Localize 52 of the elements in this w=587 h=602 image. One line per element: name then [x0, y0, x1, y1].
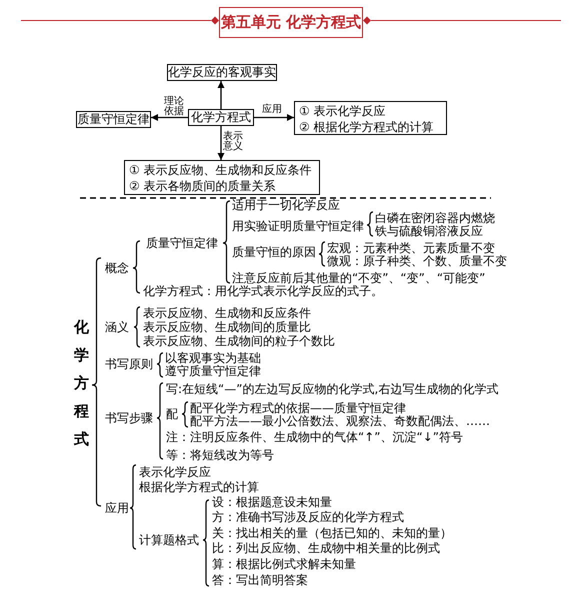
- edge-label: 表示意义: [223, 132, 244, 152]
- tree-text: 微观：原子种类、个数、质量不变: [327, 254, 507, 268]
- title-banner: 第五单元 化学方程式: [219, 7, 363, 38]
- tree-text: 应用: [105, 502, 129, 514]
- concept-box: 化学反应的客观事实: [167, 64, 277, 81]
- tree-text: 设：根据题意设未知量: [212, 496, 332, 508]
- tree-text: 白磷在密闭容器内燃烧: [375, 212, 495, 224]
- tree-text: 注：注明反应条件、生成物中的气体“↑”、沉淀“↓”符号: [166, 430, 463, 444]
- tree-text: 概念: [105, 262, 129, 274]
- tree-text: 关：找出相关的量（包括已知的、未知的量）: [212, 526, 452, 540]
- concept-box: 质量守恒定律: [76, 111, 151, 128]
- tree-text: 写:在短线“—”的左边写反应物的化学式,右边写生成物的化学式: [166, 382, 498, 396]
- tree-text: 书写原则: [105, 358, 153, 370]
- tree-text: 答：写出简明答案: [212, 574, 308, 586]
- tree-text: 表示化学反应: [139, 466, 211, 478]
- concept-box: 化学方程式: [188, 109, 254, 126]
- vertical-title: 化学方程式: [74, 317, 89, 450]
- tree-text: 等：将短线改为等号: [166, 448, 274, 462]
- tree-text: 计算题格式: [139, 534, 199, 546]
- box-text: ② 表示各物质间的质量关系: [129, 178, 276, 194]
- box-text: ① 表示化学反应: [299, 103, 386, 119]
- concept-box: [294, 101, 447, 135]
- tree-text: 铁与硫酸铜溶液反应: [375, 224, 483, 238]
- tree-text: 质量守恒的原因: [232, 246, 316, 258]
- edge-label: 理论依据: [164, 97, 185, 117]
- box-text: ② 根据化学方程式的计算: [299, 119, 434, 135]
- arrow: [218, 126, 224, 160]
- tree-text: 配平方法——最小公倍数法、观察法、奇数配偶法、……: [190, 414, 490, 428]
- tree-text: 书写步骤: [105, 412, 153, 424]
- concept-box: [124, 160, 320, 195]
- arrow: [254, 114, 294, 121]
- edge-label: 应用: [262, 105, 283, 115]
- tree-text: 算：根据比例式求解未知量: [212, 558, 356, 570]
- tree-text: 遵守质量守恒定律: [165, 364, 261, 378]
- tree-text: 质量守恒定律: [146, 236, 218, 250]
- tree-text: 表示反应物、生成物间的粒子个数比: [143, 334, 335, 348]
- tree-text: 配: [166, 408, 178, 420]
- tree-text: 宏观：元素种类、元素质量不变: [327, 242, 495, 254]
- tree-text: 表示反应物、生成物间的质量比: [143, 320, 311, 334]
- tree-text: 配平化学方程式的依据——质量守恒定律: [190, 402, 406, 414]
- tree-text: 以客观事实为基础: [165, 352, 261, 364]
- tree-text: 注意反应前后其他量的“不变”、“变”、“可能变”: [232, 272, 486, 284]
- tree-text: 方：准确书写涉及反应的化学方程式: [212, 510, 404, 524]
- tree-text: 根据化学方程式的计算: [139, 480, 259, 494]
- tree-text: 用实验证明质量守恒定律: [232, 220, 364, 232]
- box-text: ① 表示反应物、生成物和反应条件: [129, 162, 312, 178]
- tree-text: 表示反应物、生成物和反应条件: [143, 306, 311, 320]
- tree-text: 比：列出反应物、生成物中相关量的比例式: [212, 542, 440, 554]
- arrow: [151, 114, 188, 121]
- arrow: [218, 81, 224, 109]
- tree-text: 化学方程式：用化学式表示化学反应的式子。: [143, 284, 383, 298]
- tree-text: 涵义: [105, 320, 129, 334]
